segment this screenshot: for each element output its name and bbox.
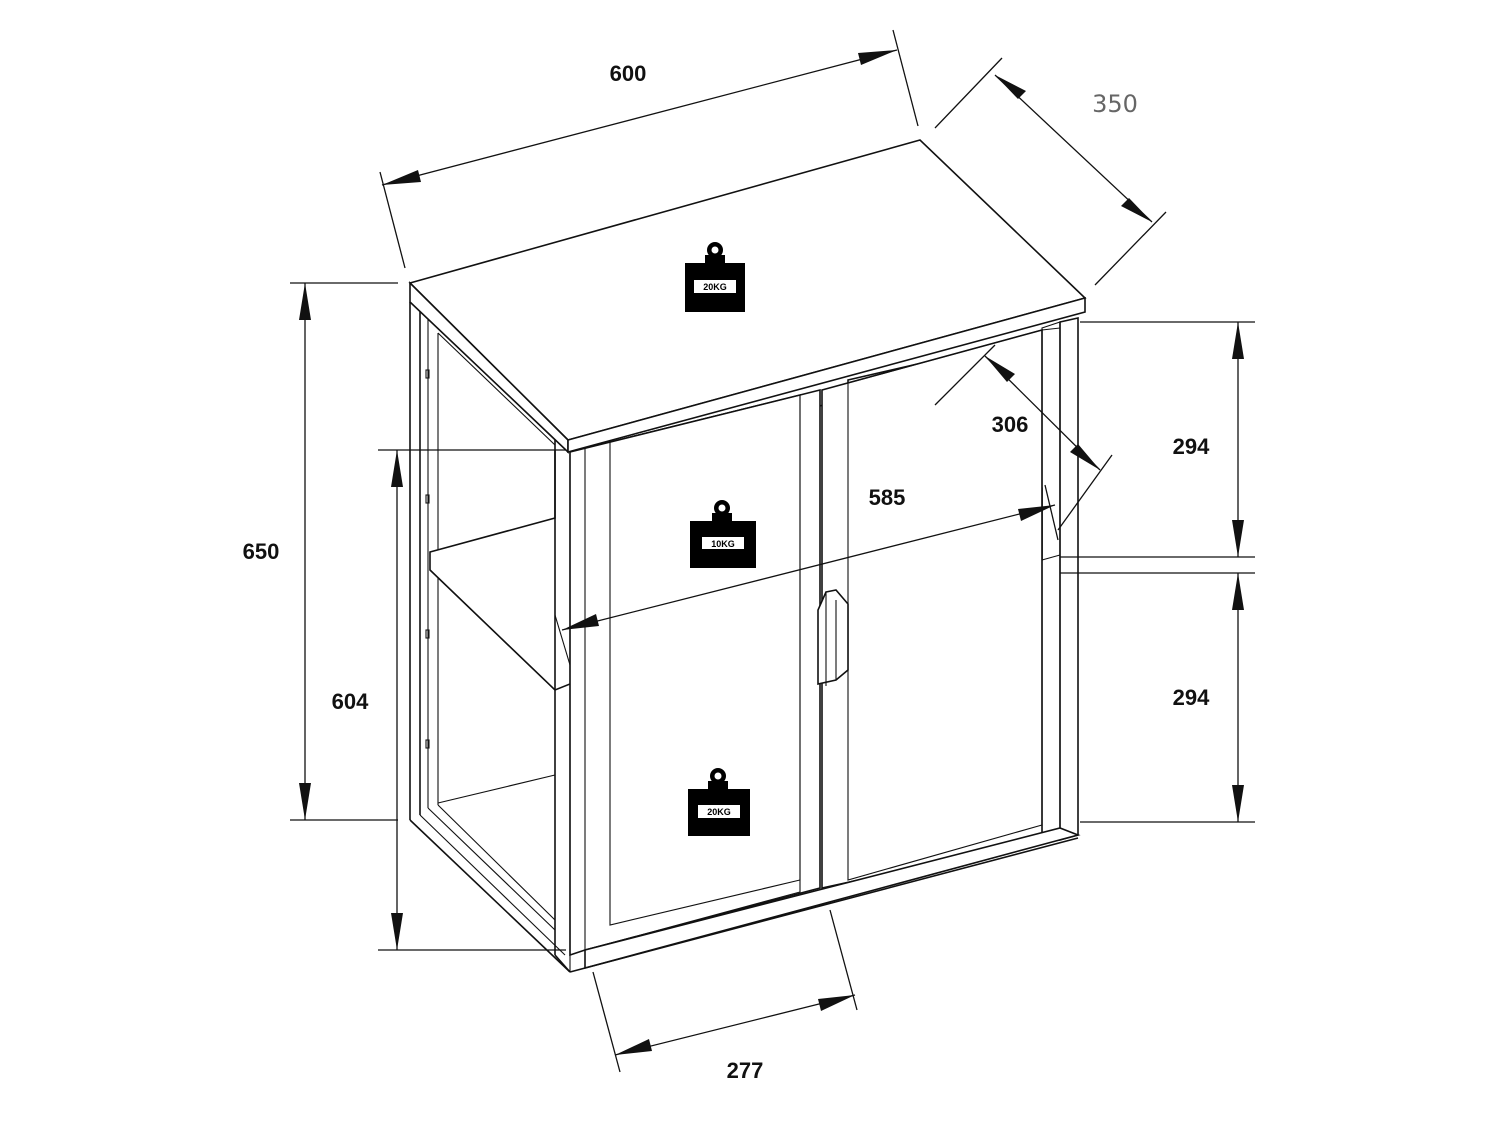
dimension-door-width: 277	[592, 909, 858, 1083]
door-width-label: 277	[727, 1058, 764, 1083]
dimension-shelf-width: 585	[561, 484, 1059, 631]
shelf-depth-label: 306	[992, 412, 1029, 437]
height-label: 650	[243, 539, 280, 564]
weight-shelf-label: 10KG	[711, 539, 735, 549]
dimension-height: 650	[243, 282, 398, 821]
kettlebell-weight-icon	[688, 768, 750, 836]
top-panel	[408, 139, 1087, 454]
door-handle-icon	[817, 589, 849, 686]
weight-top: 20KG	[685, 242, 745, 312]
weight-top-label: 20KG	[703, 282, 727, 292]
weight-shelf: 10KG	[690, 500, 756, 568]
right-door	[821, 322, 1061, 889]
dimension-width: 600	[379, 29, 919, 269]
dimension-shelf-depth: 306	[934, 344, 1113, 531]
shelf-width-label: 585	[869, 485, 906, 510]
left-door	[554, 388, 821, 973]
dimension-inner-height: 604	[332, 449, 566, 951]
weight-bottom-label: 20KG	[707, 807, 731, 817]
dimension-lower-compartment: 294	[1060, 572, 1255, 823]
width-label: 600	[610, 61, 647, 86]
weight-bottom: 20KG	[688, 768, 750, 836]
bottom-rail	[569, 827, 1081, 973]
upper-compartment-label: 294	[1173, 434, 1210, 459]
dimension-upper-compartment: 294	[1060, 321, 1255, 558]
kettlebell-weight-icon	[690, 500, 756, 568]
inner-height-label: 604	[332, 689, 369, 714]
kettlebell-weight-icon	[685, 242, 745, 312]
depth-label: 350	[1092, 90, 1138, 118]
lower-compartment-label: 294	[1173, 685, 1210, 710]
dimension-depth: 350	[934, 57, 1167, 286]
left-side-panel	[409, 302, 571, 973]
